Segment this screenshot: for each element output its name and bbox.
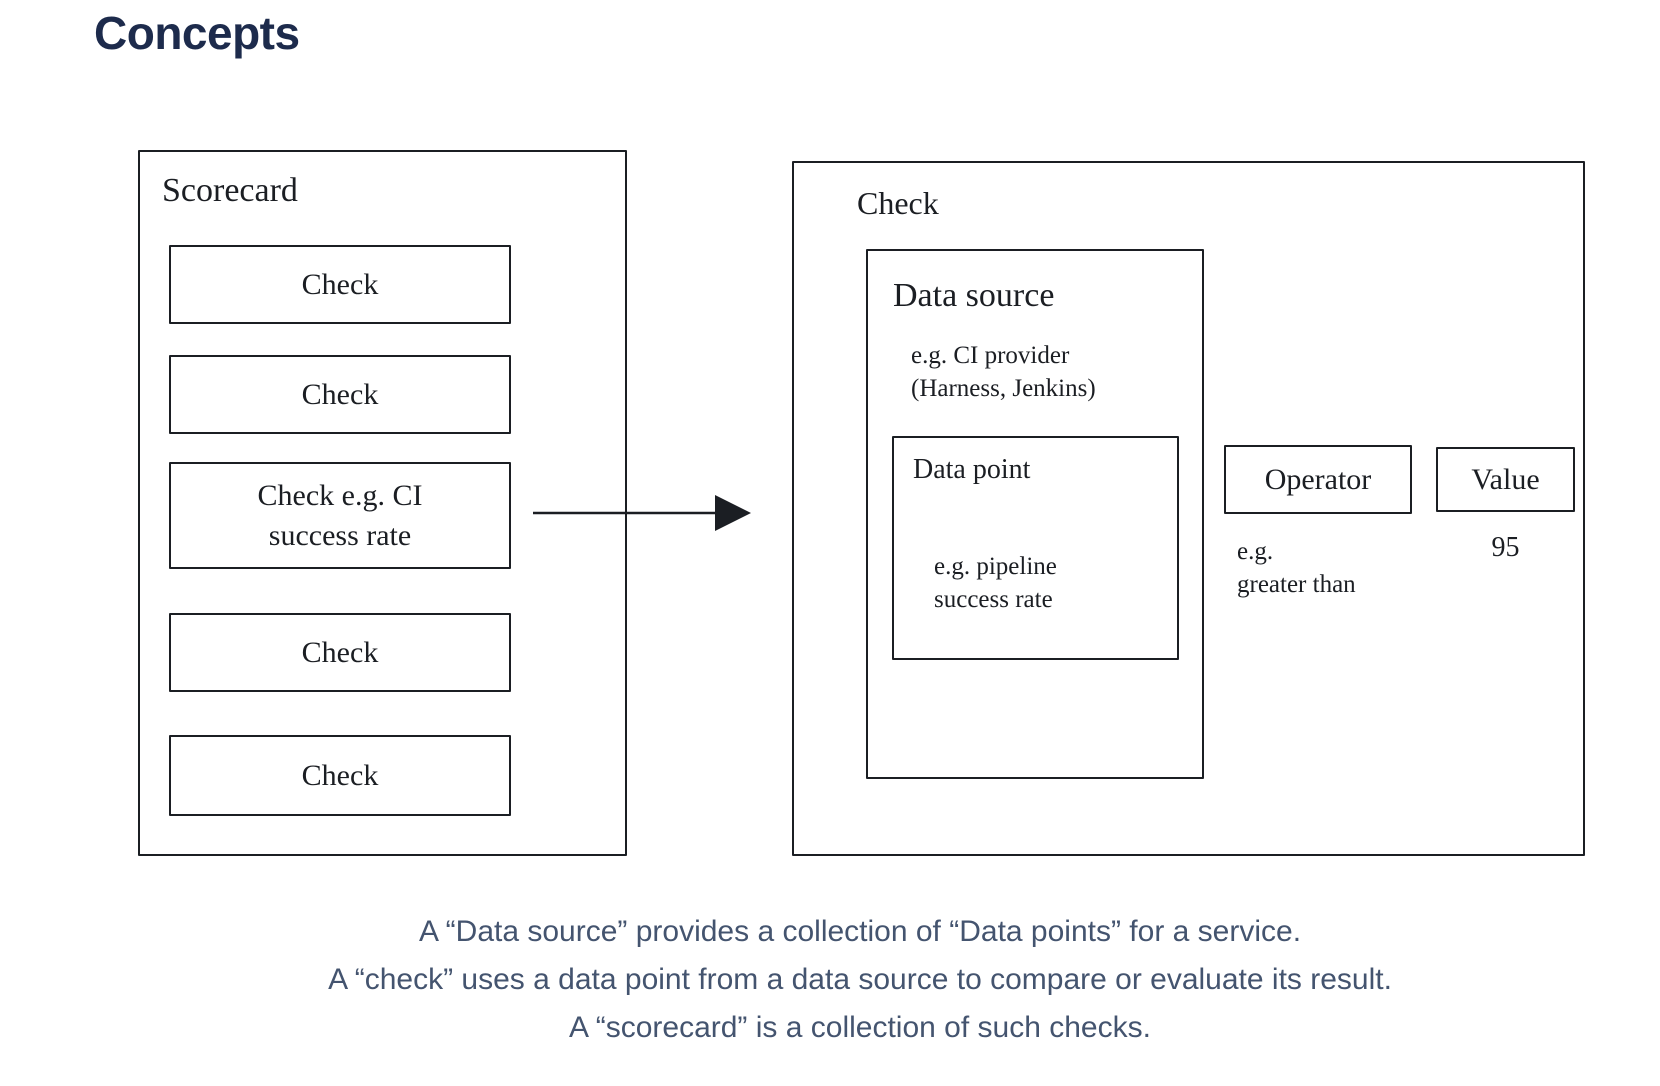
- data-point-label: Data point: [913, 454, 1031, 485]
- note-line: A “Data source” provides a collection of…: [418, 915, 1302, 948]
- operator-example: e.g. greater than: [1237, 538, 1356, 598]
- arrow-right-connector: [533, 495, 751, 531]
- data-source-box: Data source e.g. CI provider (Harness, J…: [866, 249, 1204, 779]
- data-source-example: e.g. CI provider (Harness, Jenkins): [911, 342, 1096, 402]
- operator-label: Operator: [1264, 462, 1372, 496]
- value-example: 95: [1491, 532, 1520, 563]
- check-item: Check: [169, 355, 511, 434]
- note-line: A “scorecard” is a collection of such ch…: [569, 1011, 1151, 1044]
- scorecard-label: Scorecard: [162, 172, 298, 209]
- page-title: Concepts: [94, 7, 300, 59]
- data-source-label: Data source: [893, 277, 1055, 314]
- note-line: A “check” uses a data point from a data …: [328, 963, 1392, 996]
- check-item: Check: [169, 613, 511, 692]
- check-detail-label: Check: [857, 185, 939, 221]
- check-item: Check: [169, 245, 511, 324]
- scorecard-box: Scorecard Check Check Check e.g. CI succ…: [138, 150, 627, 856]
- operator-box: Operator: [1224, 445, 1412, 514]
- value-box: Value: [1436, 447, 1575, 512]
- value-label: Value: [1471, 462, 1540, 496]
- data-point-box: Data point e.g. pipeline success rate: [892, 436, 1179, 660]
- data-point-example: e.g. pipeline success rate: [934, 553, 1057, 613]
- caption-notes: A “Data source” provides a collection of…: [60, 908, 1660, 1052]
- check-detail-box: Check Data source e.g. CI provider (Harn…: [792, 161, 1585, 856]
- check-item-ci-success-rate: Check e.g. CI success rate: [169, 462, 511, 569]
- check-item: Check: [169, 735, 511, 816]
